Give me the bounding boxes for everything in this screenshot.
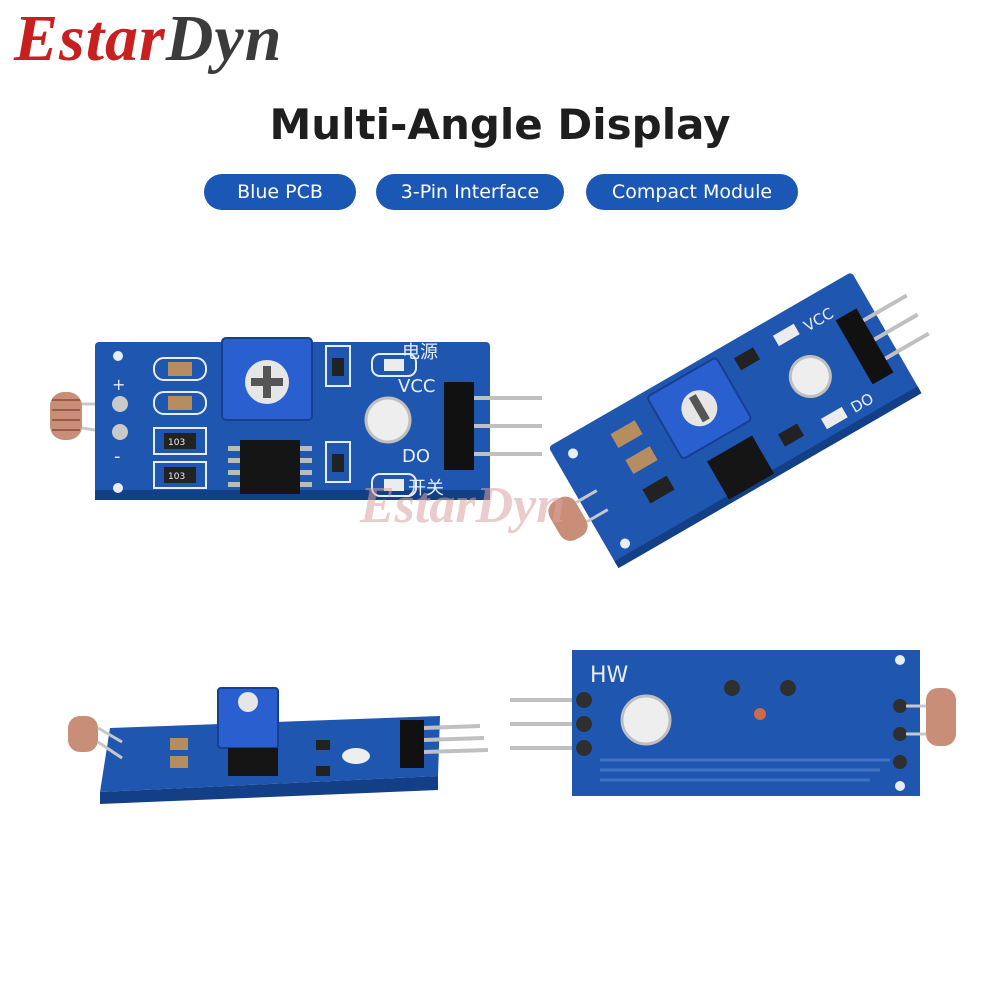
silkscreen-vcc: VCC: [398, 376, 435, 397]
pin-header-icon: [444, 382, 542, 470]
tag-3-pin-interface: 3-Pin Interface: [376, 174, 564, 210]
potentiometer-icon-side: [217, 687, 279, 749]
module-angled-view: VCC DO: [548, 273, 930, 569]
ic-chip-icon: [228, 440, 312, 494]
silkscreen-do: DO: [402, 446, 430, 467]
module-back-view: HW: [510, 650, 956, 796]
silkscreen-minus: -: [114, 446, 121, 467]
tag-blue-pcb: Blue PCB: [204, 174, 356, 210]
brand-logo: EstarDyn: [14, 6, 282, 72]
silkscreen-hw: HW: [590, 663, 629, 688]
module-front-view: + - 103 103: [50, 337, 542, 500]
brand-logo-part-a: Estar: [14, 2, 166, 75]
module-side-view: [68, 687, 489, 804]
resistor-code-label: 103: [168, 438, 185, 448]
watermark-text: EstarDyn: [359, 477, 565, 534]
potentiometer-icon: [221, 337, 313, 421]
silkscreen-plus: +: [112, 375, 125, 394]
tag-compact-module: Compact Module: [586, 174, 798, 210]
potentiometer-icon-angled: [647, 357, 752, 459]
brand-logo-part-b: Dyn: [165, 2, 283, 75]
resistor-code-label-2: 103: [168, 472, 185, 482]
brand-watermark: EstarDyn: [359, 477, 565, 534]
silkscreen-switch-cn: 开关: [408, 478, 444, 499]
silkscreen-power-cn: 电源: [402, 342, 438, 363]
headline: Multi-Angle Display: [269, 100, 731, 149]
